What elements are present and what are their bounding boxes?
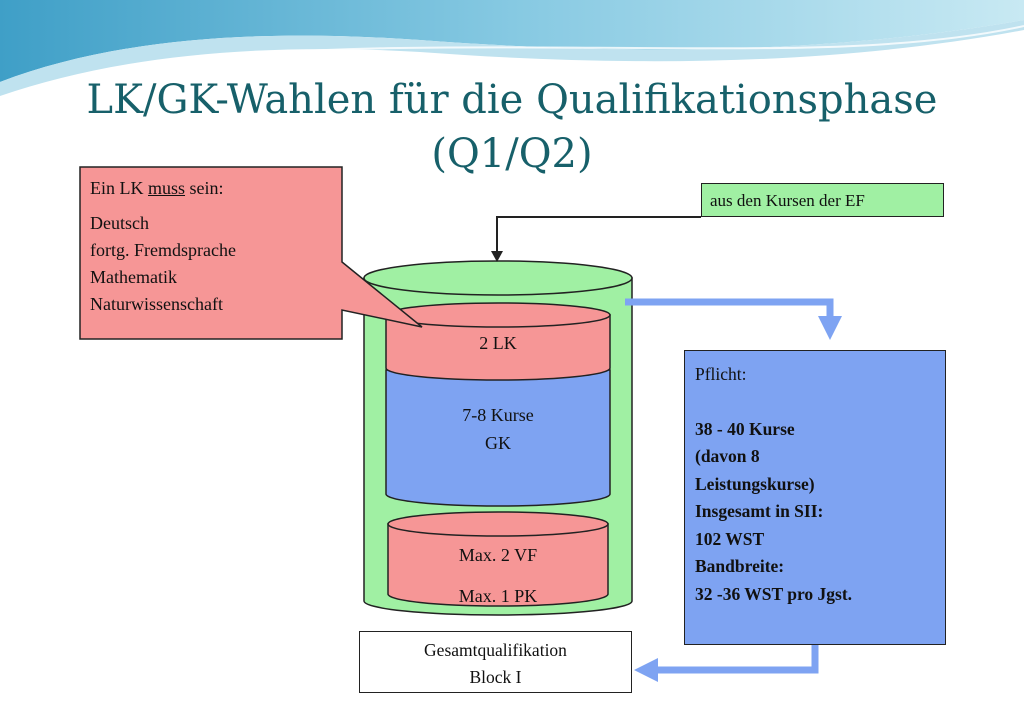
pflicht-line: (davon 8 bbox=[695, 446, 760, 466]
wave-band-light bbox=[0, 20, 1024, 96]
gesamt-line2: Block I bbox=[469, 667, 522, 687]
ef-connector-line bbox=[496, 216, 701, 254]
pflicht-line: 38 - 40 Kurse bbox=[695, 418, 795, 439]
callout-item: fortg. Fremdsprache bbox=[90, 240, 236, 260]
callout-heading: Ein LK muss sein: bbox=[90, 175, 332, 202]
pk-label: Max. 1 PK bbox=[458, 586, 538, 606]
gesamtqualifikation-box: Gesamtqualifikation Block I bbox=[359, 631, 632, 693]
pflicht-box: Pflicht: 38 - 40 Kurse (davon 8 Leistung… bbox=[684, 350, 946, 645]
ef-arrowhead bbox=[491, 251, 503, 262]
gk-label-line1: 7-8 Kurse bbox=[462, 405, 534, 425]
lk-callout: Ein LK muss sein: Deutsch fortg. Fremdsp… bbox=[80, 167, 342, 339]
wave-header bbox=[0, 0, 1024, 96]
vf-cylinder-body bbox=[387, 523, 609, 607]
lk-callout-shape bbox=[79, 166, 423, 340]
page-title-line1: LK/GK-Wahlen für die Qualifikationsphase bbox=[86, 77, 938, 123]
pflicht-heading: Pflicht: bbox=[695, 364, 747, 384]
page-title-line2: (Q1/Q2) bbox=[431, 131, 593, 177]
callout-item: Deutsch bbox=[90, 213, 149, 233]
pflicht-arrow-line bbox=[625, 298, 834, 318]
lk-cylinder-body bbox=[385, 314, 611, 381]
lk-label: 2 LK bbox=[479, 333, 517, 353]
vf-label: Max. 2 VF bbox=[458, 545, 538, 565]
gk-cylinder-body bbox=[385, 369, 611, 507]
pflicht-line: Leistungskurse) bbox=[695, 473, 815, 494]
gesamt-arrow-line bbox=[655, 645, 819, 674]
ef-courses-box: aus den Kursen der EF bbox=[701, 183, 944, 217]
wave-band-dark bbox=[0, 0, 1024, 82]
gesamt-arrowhead bbox=[634, 658, 658, 682]
pflicht-line: 32 -36 WST pro Jgst. bbox=[695, 583, 853, 604]
wave-highlight bbox=[179, 25, 1024, 61]
pflicht-line: Insgesamt in SII: bbox=[695, 501, 824, 521]
pflicht-line: Bandbreite: bbox=[695, 556, 785, 576]
callout-item: Naturwissenschaft bbox=[90, 294, 223, 314]
callout-heading-post: sein: bbox=[185, 178, 224, 198]
pflicht-arrowhead bbox=[818, 316, 842, 340]
callout-item: Mathematik bbox=[90, 267, 177, 287]
gk-label-line2: GK bbox=[485, 433, 511, 453]
outer-cylinder-top bbox=[363, 260, 633, 296]
gesamt-line1: Gesamtqualifikation bbox=[424, 640, 567, 660]
callout-heading-underlined: muss bbox=[148, 178, 186, 198]
vf-cylinder-top bbox=[387, 511, 609, 537]
callout-heading-pre: Ein LK bbox=[90, 178, 148, 198]
pflicht-line: 102 WST bbox=[695, 528, 765, 549]
lk-cylinder-top bbox=[385, 302, 611, 328]
